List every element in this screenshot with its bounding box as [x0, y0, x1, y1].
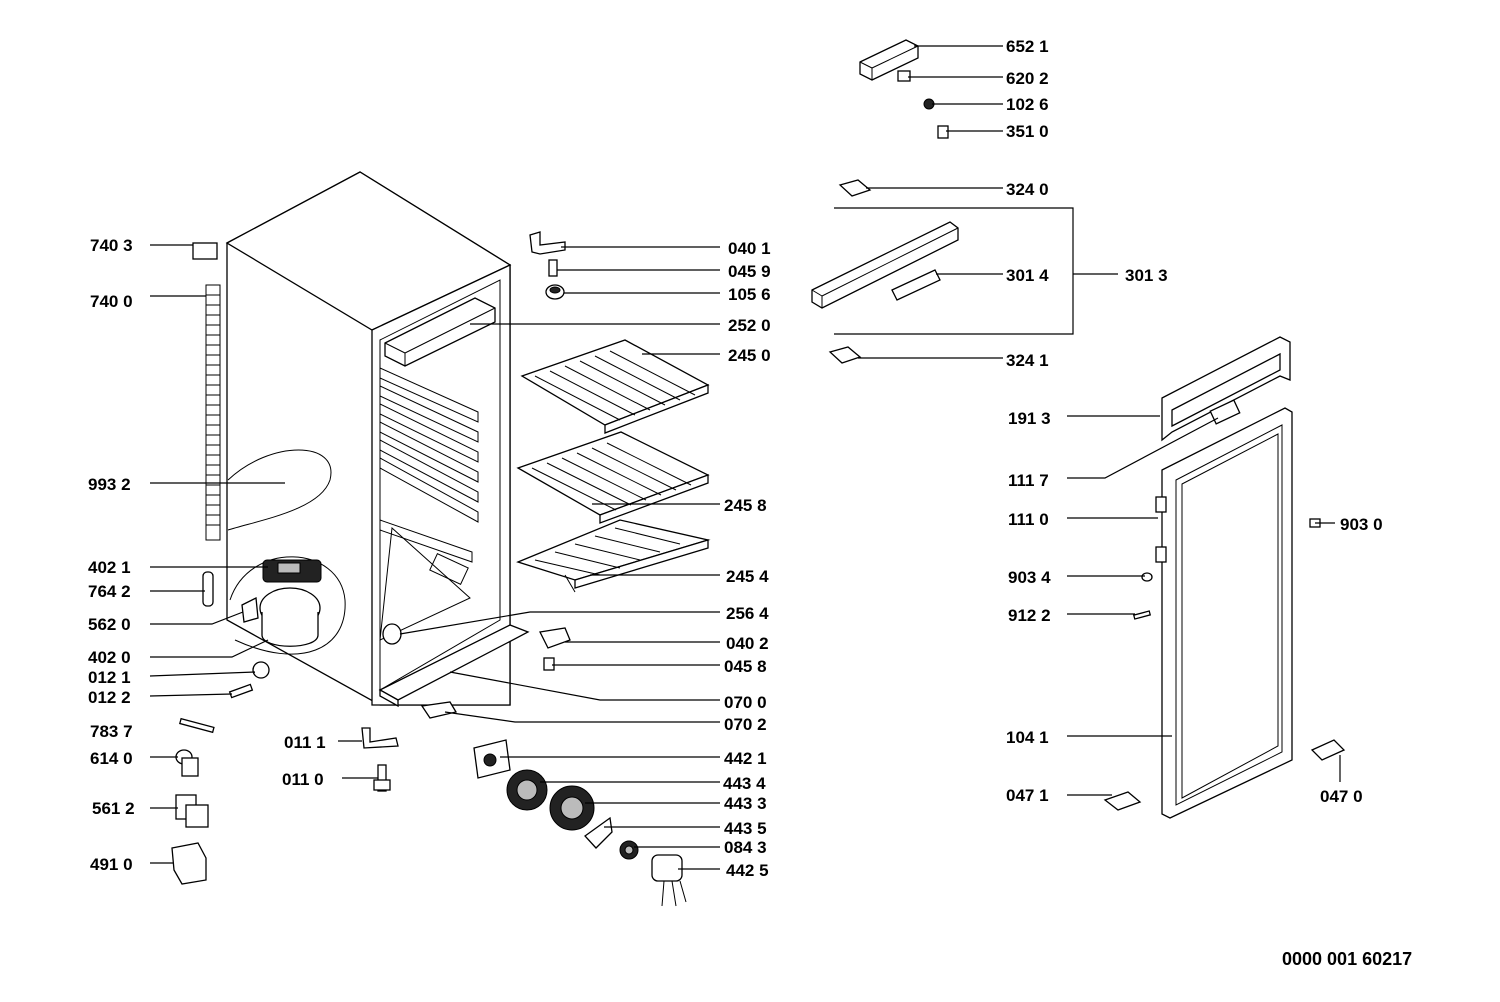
label-105-6: 105 6 — [728, 285, 771, 304]
label-011-0: 011 0 — [282, 770, 324, 789]
label-443-3: 443 3 — [724, 794, 767, 813]
label-912-2: 912 2 — [1008, 606, 1051, 625]
label-443-4: 443 4 — [723, 774, 766, 793]
label-084-3: 084 3 — [724, 838, 767, 857]
label-301-4: 301 4 — [1006, 266, 1049, 285]
compressor — [259, 587, 321, 647]
label-245-0: 245 0 — [728, 346, 771, 365]
label-903-4: 903 4 — [1008, 568, 1051, 587]
label-070-2: 070 2 — [724, 715, 767, 734]
label-740-0: 740 0 — [90, 292, 133, 311]
fan-motor-parts — [473, 739, 687, 907]
label-012-1: 012 1 — [88, 668, 131, 687]
label-191-3: 191 3 — [1008, 409, 1051, 428]
label-443-5: 443 5 — [724, 819, 767, 838]
label-561-2: 561 2 — [92, 799, 135, 818]
label-301-3: 301 3 — [1125, 266, 1168, 285]
shelf-bottom — [516, 519, 711, 593]
label-491-0: 491 0 — [90, 855, 133, 874]
leader-lines — [149, 45, 1341, 870]
label-102-6: 102 6 — [1006, 95, 1049, 114]
label-040-2: 040 2 — [726, 634, 769, 653]
label-740-3: 740 3 — [90, 236, 133, 255]
label-070-0: 070 0 — [724, 693, 767, 712]
label-045-8: 045 8 — [724, 657, 767, 676]
label-351-0: 351 0 — [1006, 122, 1049, 141]
label-245-4: 245 4 — [726, 567, 769, 586]
top-right-parts — [811, 39, 959, 364]
label-993-2: 993 2 — [88, 475, 131, 494]
label-047-1: 047 1 — [1006, 786, 1049, 805]
label-045-9: 045 9 — [728, 262, 771, 281]
label-903-0: 903 0 — [1340, 515, 1383, 534]
refrigerator-cabinet — [192, 171, 530, 708]
label-012-2: 012 2 — [88, 688, 131, 707]
label-620-2: 620 2 — [1006, 69, 1049, 88]
label-324-1: 324 1 — [1006, 351, 1049, 370]
label-111-7: 111 7 — [1008, 471, 1049, 490]
label-104-1: 104 1 — [1006, 728, 1049, 747]
label-047-0: 047 0 — [1320, 787, 1363, 806]
label-652-1: 652 1 — [1006, 37, 1049, 56]
door-assembly — [1103, 336, 1346, 819]
label-256-4: 256 4 — [726, 604, 769, 623]
part-number-labels: 652 1 620 2 102 6 351 0 324 0 301 4 301 … — [88, 37, 1412, 969]
door-panel — [1161, 407, 1293, 819]
label-783-7: 783 7 — [90, 722, 133, 741]
label-562-0: 562 0 — [88, 615, 131, 634]
label-245-8: 245 8 — [724, 496, 767, 515]
label-442-5: 442 5 — [726, 861, 769, 880]
label-011-1: 011 1 — [284, 733, 326, 752]
label-324-0: 324 0 — [1006, 180, 1049, 199]
label-442-1: 442 1 — [724, 749, 767, 768]
label-614-0: 614 0 — [90, 749, 133, 768]
label-252-0: 252 0 — [728, 316, 771, 335]
document-number: 0000 001 60217 — [1282, 949, 1412, 969]
label-040-1: 040 1 — [728, 239, 771, 258]
label-402-0: 402 0 — [88, 648, 131, 667]
label-111-0: 111 0 — [1008, 510, 1049, 529]
condenser-coil — [205, 284, 221, 541]
label-402-1: 402 1 — [88, 558, 131, 577]
liner-shelf-ribs — [379, 367, 479, 523]
shelf-middle — [516, 431, 710, 524]
shelf-top — [520, 339, 710, 434]
label-764-2: 764 2 — [88, 582, 131, 601]
